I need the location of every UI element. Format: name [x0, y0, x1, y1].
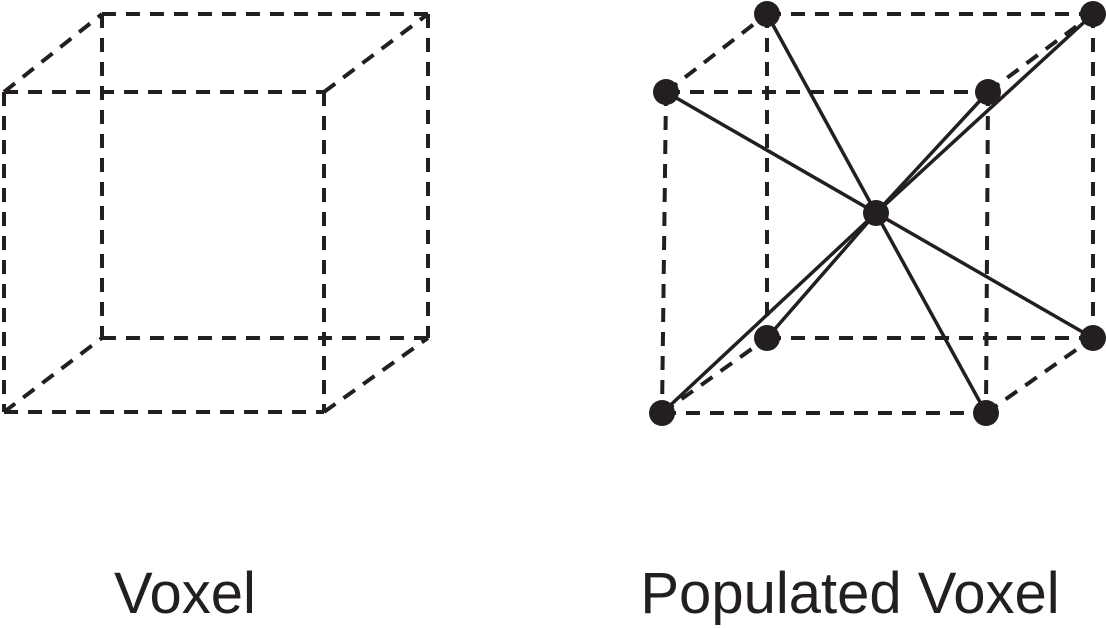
voxel-cube — [2, 12, 430, 414]
voxel-depth-edge-bottom-right — [322, 336, 430, 414]
populated-depth-edge-top-left — [664, 12, 769, 94]
populated-front-left-edge — [660, 91, 668, 414]
populated-depth-edge-bottom-right — [984, 336, 1095, 415]
node-back-bottom-left — [754, 325, 780, 351]
populated-depth-edge-top-right — [986, 12, 1095, 94]
spoke-to-front-bottom-right — [874, 212, 988, 414]
spoke-to-back-bottom-right — [875, 211, 1094, 340]
node-front-top-right — [975, 79, 1001, 105]
spoke-to-back-top-left — [765, 13, 878, 214]
populated-front-right-edge — [984, 91, 990, 414]
voxel-depth-edge-bottom-left — [2, 336, 104, 414]
populated-voxel-nodes — [649, 1, 1106, 426]
node-center — [863, 200, 889, 226]
spoke-to-back-top-right — [874, 12, 1095, 215]
spoke-to-back-bottom-left — [765, 211, 878, 340]
node-back-top-left — [754, 1, 780, 27]
voxel-depth-edge-top-right — [322, 12, 430, 94]
spoke-to-front-top-left — [665, 90, 877, 215]
populated-voxel-spokes — [660, 12, 1095, 415]
node-front-bottom-right — [973, 400, 999, 426]
node-back-bottom-right — [1080, 325, 1106, 351]
voxel-label: Voxel — [114, 561, 256, 626]
node-front-top-left — [653, 79, 679, 105]
populated-voxel-cube — [660, 12, 1095, 415]
populated-depth-edge-bottom-left — [660, 336, 769, 415]
node-back-top-right — [1080, 1, 1106, 27]
spoke-to-front-bottom-left — [660, 211, 878, 415]
node-front-bottom-left — [649, 400, 675, 426]
spoke-to-front-top-right — [874, 90, 990, 215]
populated-voxel-label: Populated Voxel — [640, 561, 1060, 626]
voxel-depth-edge-top-left — [2, 12, 104, 94]
